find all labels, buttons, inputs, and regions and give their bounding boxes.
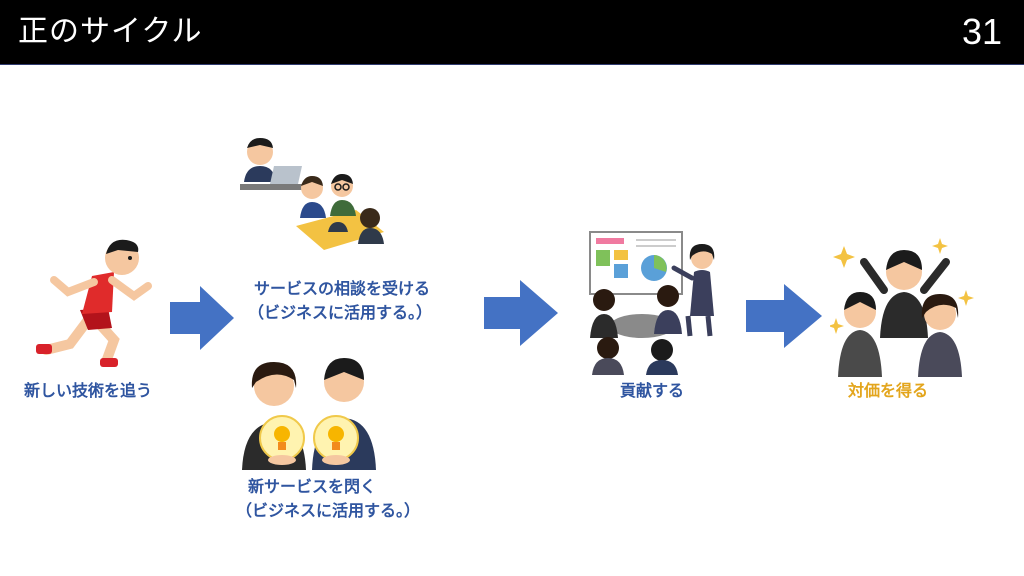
idea-illustration <box>242 358 376 470</box>
consultation-illustration <box>240 138 384 250</box>
step-idea-line2: （ビジネスに活用する。） <box>236 501 421 520</box>
step-consult-line1: サービスの相談を受ける <box>254 279 431 298</box>
flow-arrow-2 <box>484 280 558 346</box>
step-consult-line2: （ビジネスに活用する。） <box>248 303 433 322</box>
runner-illustration <box>36 239 152 367</box>
step-chase-tech: 新しい技術を追う <box>24 381 153 400</box>
presentation-illustration <box>589 231 715 375</box>
flow-arrow-3 <box>746 284 822 348</box>
flow-arrow-1 <box>170 286 234 350</box>
page-number: 31 <box>961 11 1002 52</box>
slide-title: 正のサイクル <box>18 14 203 49</box>
celebration-illustration <box>830 238 974 377</box>
step-idea-line1: 新サービスを閃く <box>248 477 377 496</box>
step-contribute: 貢献する <box>620 381 685 400</box>
step-reward: 対価を得る <box>848 381 929 400</box>
slide-header: 正のサイクル 31 <box>0 0 1024 65</box>
